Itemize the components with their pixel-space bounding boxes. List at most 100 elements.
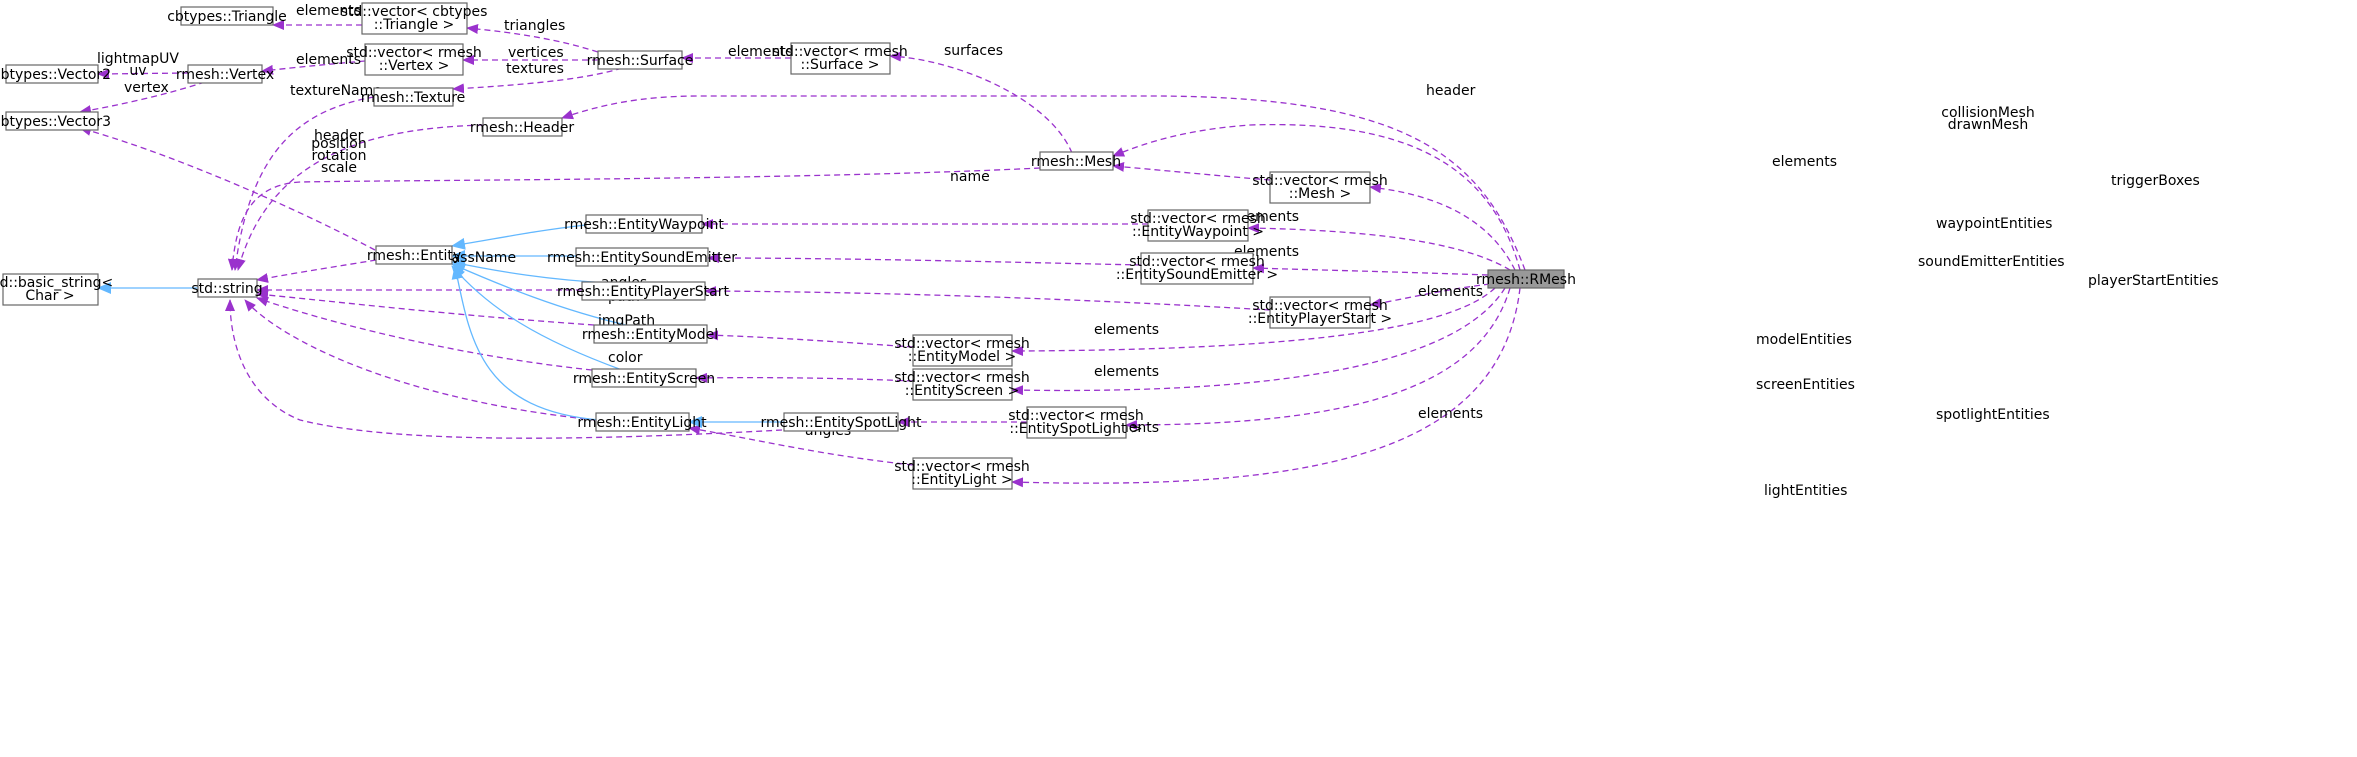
edge-label-color: color — [608, 350, 643, 366]
edge-header-string — [236, 124, 484, 271]
edge-label-header-string: header — [314, 128, 364, 144]
svg-text:std::vector< rmesh::EntitySpot: std::vector< rmesh::EntitySpotLight > — [1008, 408, 1144, 437]
edge-label-elements-mesh: elements — [1772, 154, 1837, 170]
svg-text:rmesh::EntityModel: rmesh::EntityModel — [582, 327, 718, 343]
node-cbtypes-vector3[interactable]: cbtypes::Vector3 — [0, 111, 111, 131]
svg-text:rmesh::Header: rmesh::Header — [470, 120, 575, 136]
edge-mesh-string — [227, 167, 1041, 271]
edge-entity-string — [256, 259, 377, 283]
node-vector-entity-sound-emitter[interactable]: std::vector< rmesh::EntitySoundEmitter > — [1116, 252, 1278, 285]
svg-text:cbtypes::Vector3: cbtypes::Vector3 — [0, 114, 111, 130]
node-vector-entity-model[interactable]: std::vector< rmesh::EntityModel > — [894, 334, 1030, 367]
edge-label-elements-spot: elements — [1418, 406, 1483, 422]
edge-entity-vector3 — [79, 126, 376, 251]
node-rmesh-surface[interactable]: rmesh::Surface — [587, 50, 694, 70]
edge-rmesh-vec-light — [1011, 287, 1521, 488]
node-entity-light[interactable]: rmesh::EntityLight — [577, 412, 707, 432]
svg-text:rmesh::Mesh: rmesh::Mesh — [1031, 154, 1121, 170]
edge-waypoint-entity — [451, 224, 587, 250]
node-vector-entity-screen[interactable]: std::vector< rmesh::EntityScreen > — [894, 368, 1030, 401]
node-entity-spot-light[interactable]: rmesh::EntitySpotLight — [761, 412, 923, 432]
edge-label-vertex: vertex — [124, 80, 169, 96]
node-std-basic-string[interactable]: std::basic_string<Char > — [0, 273, 113, 306]
edge-label-waypointentities: waypointEntities — [1936, 216, 2052, 232]
edge-vec-ps-ps — [704, 286, 1271, 311]
edge-label-header-rmesh: header — [1426, 83, 1476, 99]
svg-text:rmesh::EntityLight: rmesh::EntityLight — [577, 415, 707, 431]
node-std-string[interactable]: std::string — [191, 278, 263, 298]
svg-text:rmesh::EntitySoundEmitter: rmesh::EntitySoundEmitter — [547, 250, 737, 266]
edge-label-texturename: textureName — [290, 83, 382, 99]
edge-vec-sound-sound — [707, 253, 1142, 266]
svg-text:std::vector< rmesh::Vertex >: std::vector< rmesh::Vertex > — [346, 45, 482, 74]
edges — [79, 20, 1526, 488]
edge-label-triggerboxes: triggerBoxes — [2111, 173, 2200, 189]
edge-label-soundemitterentities: soundEmitterEntities — [1918, 254, 2065, 270]
node-entity-model[interactable]: rmesh::EntityModel — [582, 324, 718, 344]
svg-text:cbtypes::Vector2: cbtypes::Vector2 — [0, 67, 111, 83]
edge-rmesh-vec-screen — [1011, 287, 1506, 396]
node-cbtypes-vector2[interactable]: cbtypes::Vector2 — [0, 64, 111, 84]
svg-text:rmesh::Surface: rmesh::Surface — [587, 53, 694, 69]
node-vector-triangle[interactable]: std::vector< cbtypes::Triangle > — [341, 2, 488, 35]
edge-rmesh-vec-mesh — [1369, 183, 1516, 271]
edge-light-entity — [451, 265, 601, 421]
node-rmesh-rmesh[interactable]: rmesh::RMesh — [1476, 269, 1576, 289]
node-entity-screen[interactable]: rmesh::EntityScreen — [573, 368, 715, 388]
node-rmesh-entity[interactable]: rmesh::Entity — [367, 245, 461, 265]
svg-text:std::vector< rmesh::Mesh >: std::vector< rmesh::Mesh > — [1252, 173, 1388, 202]
svg-text:std::vector< rmesh::EntityPlay: std::vector< rmesh::EntityPlayerStart > — [1248, 298, 1392, 327]
edge-label-elements-triangle: elements — [296, 3, 361, 19]
edge-vec-vertex-vertex — [261, 60, 366, 75]
node-entity-waypoint[interactable]: rmesh::EntityWaypoint — [564, 214, 724, 234]
node-rmesh-vertex[interactable]: rmesh::Vertex — [176, 64, 274, 84]
svg-text:std::vector< rmesh::EntityWayp: std::vector< rmesh::EntityWaypoint > — [1130, 211, 1266, 240]
node-vector-mesh[interactable]: std::vector< rmesh::Mesh > — [1252, 171, 1388, 204]
node-vector-entity-waypoint[interactable]: std::vector< rmesh::EntityWaypoint > — [1130, 209, 1266, 242]
edge-rmesh-mesh — [1112, 123, 1521, 271]
node-vector-surface[interactable]: std::vector< rmesh::Surface > — [772, 42, 908, 75]
node-rmesh-mesh[interactable]: rmesh::Mesh — [1031, 151, 1121, 171]
svg-text:std::basic_string<Char >: std::basic_string<Char > — [0, 275, 113, 304]
edge-label-elements-waypoint: elements — [1234, 209, 1299, 225]
node-rmesh-texture[interactable]: rmesh::Texture — [361, 87, 466, 107]
svg-text:rmesh::RMesh: rmesh::RMesh — [1476, 272, 1576, 288]
svg-text:std::string: std::string — [191, 281, 262, 297]
node-entity-player-start[interactable]: rmesh::EntityPlayerStart — [557, 281, 730, 301]
edge-label-screenentities: screenEntities — [1756, 377, 1855, 393]
edge-label-triangles: triangles — [504, 18, 565, 34]
edge-vec-screen-screen — [695, 372, 914, 383]
svg-text:std::vector< rmesh::EntityLigh: std::vector< rmesh::EntityLight > — [894, 459, 1030, 488]
svg-text:rmesh::Entity: rmesh::Entity — [367, 248, 461, 264]
node-vector-entity-player-start[interactable]: std::vector< rmesh::EntityPlayerStart > — [1248, 296, 1392, 329]
svg-text:rmesh::Vertex: rmesh::Vertex — [176, 67, 274, 83]
node-entity-sound-emitter[interactable]: rmesh::EntitySoundEmitter — [547, 247, 737, 267]
edge-surface-texture — [452, 67, 623, 94]
node-vector-vertex[interactable]: std::vector< rmesh::Vertex > — [346, 43, 482, 76]
edge-vec-light-light — [688, 424, 914, 466]
edge-label-lightentities: lightEntities — [1764, 483, 1847, 499]
edge-label-playerstartentities: playerStartEntities — [2088, 273, 2219, 289]
edge-vertex-vector3 — [79, 81, 206, 116]
edge-label-textures: textures — [506, 61, 564, 77]
node-vector-entity-light[interactable]: std::vector< rmesh::EntityLight > — [894, 457, 1030, 490]
edge-vec-model-model — [706, 330, 914, 348]
svg-text:std::vector< rmesh::Surface >: std::vector< rmesh::Surface > — [772, 44, 908, 73]
edge-spot-string — [225, 299, 783, 439]
svg-text:cbtypes::Triangle: cbtypes::Triangle — [167, 9, 287, 25]
svg-text:rmesh::EntitySpotLight: rmesh::EntitySpotLight — [761, 415, 923, 431]
edge-rmesh-vec-ps — [1369, 283, 1491, 309]
edge-label-vertices: vertices — [508, 45, 564, 61]
nodes: cbtypes::Triangle std::vector< cbtypes::… — [0, 2, 1576, 490]
svg-text:std::vector< cbtypes::Triangle: std::vector< cbtypes::Triangle > — [341, 4, 488, 33]
node-cbtypes-triangle[interactable]: cbtypes::Triangle — [167, 6, 287, 26]
edge-surface-vec-triangle — [466, 24, 599, 53]
node-rmesh-header[interactable]: rmesh::Header — [470, 117, 575, 137]
node-vector-entity-spot-light[interactable]: std::vector< rmesh::EntitySpotLight > — [1008, 406, 1144, 439]
edge-rmesh-vec-sound — [1252, 263, 1489, 276]
edge-label-elements-vertex: elements — [296, 52, 361, 68]
